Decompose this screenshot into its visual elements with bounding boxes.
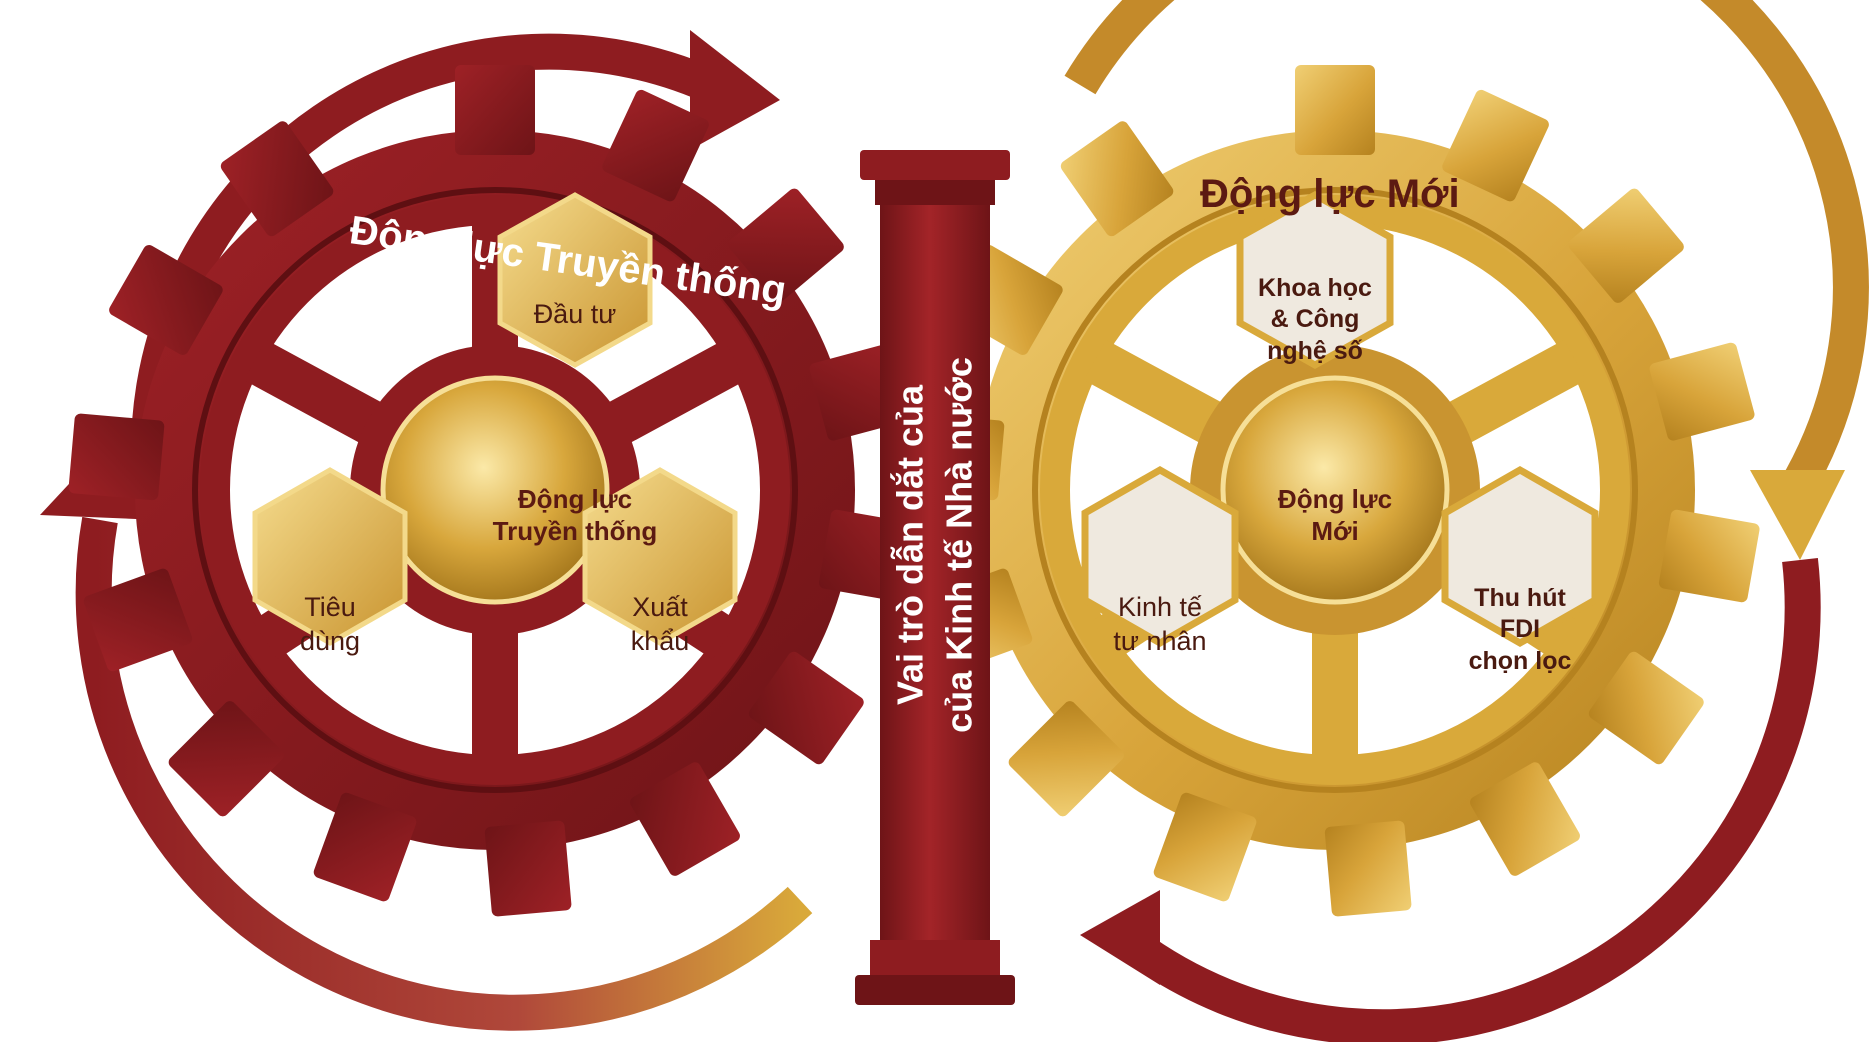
right-hex-top [1236, 190, 1394, 370]
right-hub [1220, 375, 1450, 605]
left-hub-label: Động lực Truyền thống [492, 483, 658, 547]
right-gear-title: Động lực Mới [1200, 172, 1460, 216]
right-hex-top-label: Khoa học & Công nghệ số [1258, 274, 1372, 365]
center-pillar [855, 150, 1015, 1005]
left-hex-right-label: Xuất khẩu [630, 592, 690, 656]
right-hub-label: Động lực Mới [1277, 483, 1393, 547]
left-hex-right [582, 467, 738, 646]
right-hex-right-label: Thu hút FDI chọn lọc [1468, 584, 1572, 675]
left-hex-left-label: Tiêu dùng [299, 592, 361, 656]
left-gear [68, 65, 920, 917]
pillar-label: Vai trò dẫn dắt của của Kinh tế Nhà nước [889, 357, 979, 733]
right-gear [908, 65, 1760, 917]
right-cycle-arrow [1064, 0, 1869, 1042]
left-hex-left [252, 467, 408, 646]
left-hex-top [497, 192, 653, 368]
right-hex-left [1081, 465, 1239, 648]
right-hex-right [1441, 465, 1599, 648]
left-hex-top-label: Đầu tư [533, 299, 617, 330]
right-hex-left-label: Kinh tế tư nhân [1113, 592, 1207, 656]
left-hub [380, 375, 610, 605]
